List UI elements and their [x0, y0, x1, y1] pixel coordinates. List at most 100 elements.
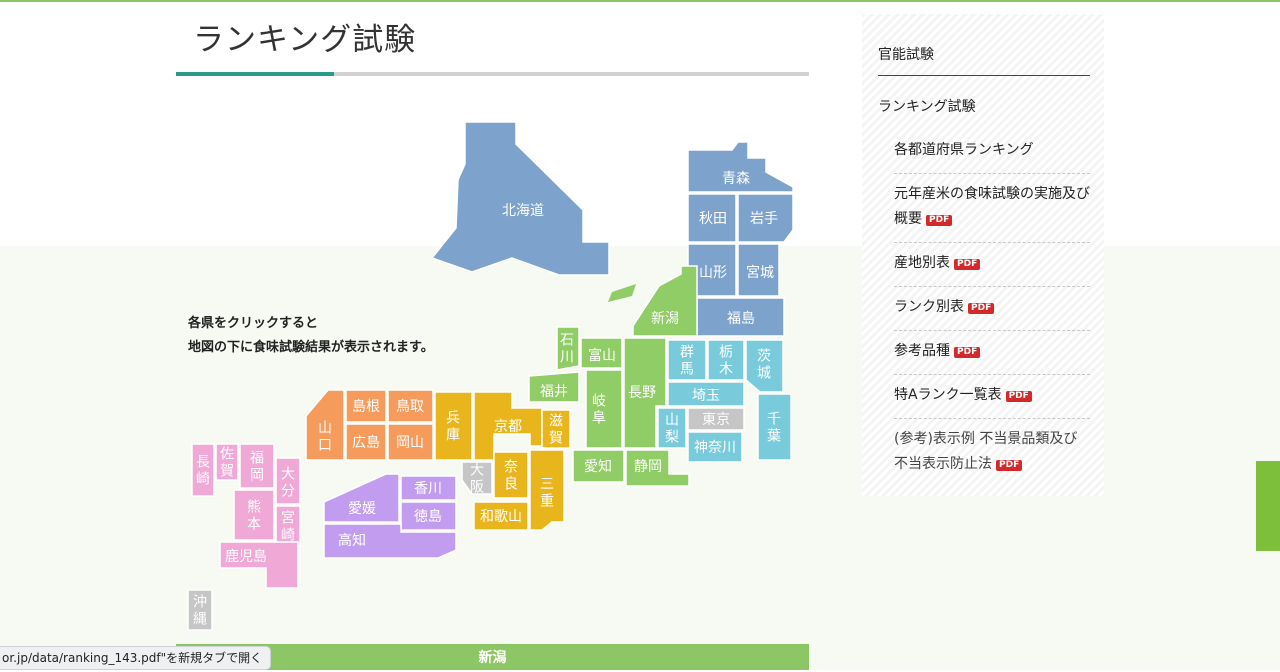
prefecture-nagano[interactable]: 長野: [623, 337, 667, 449]
prefecture-label: 大阪: [470, 463, 484, 496]
prefecture-label: 滋賀: [549, 414, 563, 447]
prefecture-shape: [625, 449, 690, 487]
prefecture-shape: [556, 326, 580, 371]
prefecture-shape: [632, 265, 698, 337]
prefecture-hyogo[interactable]: 兵庫: [434, 391, 473, 461]
pdf-icon: PDF: [1005, 391, 1032, 402]
prefecture-niigata[interactable]: 新潟: [632, 265, 698, 337]
prefecture-toyama[interactable]: 富山: [580, 337, 623, 369]
prefecture-ehime[interactable]: 愛媛: [323, 473, 400, 523]
prefecture-osaka[interactable]: 大阪: [461, 461, 493, 496]
prefecture-okinawa[interactable]: 沖縄: [187, 589, 213, 631]
prefecture-hiroshima[interactable]: 広島: [345, 423, 387, 461]
prefecture-kyoto[interactable]: 京都: [473, 391, 543, 461]
prefecture-shape: [473, 391, 543, 461]
prefecture-tochigi[interactable]: 栃木: [707, 339, 745, 381]
prefecture-kagoshima[interactable]: 鹿児島: [219, 541, 299, 589]
prefecture-akita[interactable]: 秋田: [687, 193, 737, 243]
prefecture-kochi[interactable]: 高知: [323, 523, 457, 559]
prefecture-gifu[interactable]: 岐阜: [585, 369, 623, 449]
prefecture-shape: [687, 407, 745, 431]
prefecture-shape: [400, 475, 457, 501]
title-underline: [176, 72, 809, 76]
prefecture-miyagi[interactable]: 宮城: [737, 243, 780, 297]
japan-map-svg: 北海道青森秋田岩手山形宮城福島新潟石川富山福井岐阜長野愛知静岡群馬栃木茨城埼玉山…: [187, 121, 794, 631]
prefecture-shiga[interactable]: 滋賀: [541, 409, 571, 449]
sidebar-link-label: 産地別表: [894, 255, 950, 271]
prefecture-yamaguchi[interactable]: 山口: [305, 389, 345, 461]
prefecture-label: 高知: [338, 532, 366, 549]
prefecture-tokyo[interactable]: 東京: [687, 407, 745, 431]
prefecture-label: 福島: [727, 311, 755, 327]
prefecture-shape: [473, 501, 529, 531]
prefecture-hokkaido[interactable]: 北海道: [430, 121, 610, 276]
prefecture-shape: [493, 451, 529, 499]
sidebar-item-sensory-test[interactable]: 官能試験: [878, 47, 934, 63]
page-side-tab[interactable]: [1256, 461, 1280, 551]
prefecture-ibaraki[interactable]: 茨城: [745, 339, 784, 393]
prefecture-shape: [687, 431, 743, 463]
prefecture-okayama[interactable]: 岡山: [387, 423, 434, 461]
prefecture-tokushima[interactable]: 徳島: [400, 501, 457, 531]
prefecture-mie[interactable]: 三重: [529, 449, 565, 531]
sidebar-link-prefecture-ranking[interactable]: 各都道府県ランキング: [894, 130, 1090, 174]
prefecture-fukui[interactable]: 福井: [528, 371, 580, 403]
prefecture-shape: [345, 389, 387, 423]
prefecture-gunma[interactable]: 群馬: [667, 339, 707, 381]
prefecture-shape: [667, 381, 745, 407]
prefecture-label: 青森: [722, 171, 750, 187]
prefecture-chiba[interactable]: 千葉: [757, 393, 792, 461]
prefecture-tottori[interactable]: 鳥取: [387, 389, 434, 423]
prefecture-label: 長崎: [196, 455, 210, 488]
prefecture-shape: [585, 369, 623, 449]
prefecture-label: 兵庫: [446, 411, 460, 444]
prefecture-shape: [657, 407, 687, 449]
sidebar-link-label: 各都道府県ランキング: [894, 142, 1034, 158]
sidebar-link-by-region[interactable]: 産地別表 PDF: [894, 243, 1090, 287]
prefecture-shape: [572, 449, 625, 483]
prefecture-shape: [737, 193, 794, 243]
prefecture-saitama[interactable]: 埼玉: [667, 381, 745, 407]
prefecture-yamanashi[interactable]: 山梨: [657, 407, 687, 449]
prefecture-shape: [757, 393, 792, 461]
prefecture-label: 北海道: [502, 203, 544, 219]
sidebar-item-ranking-test[interactable]: ランキング試験: [878, 99, 976, 115]
prefecture-kumamoto[interactable]: 熊本: [233, 489, 275, 541]
pdf-icon: PDF: [954, 259, 981, 270]
prefecture-ishikawa[interactable]: 石川: [556, 326, 580, 371]
prefecture-aomori[interactable]: 青森: [687, 141, 794, 193]
prefecture-miyazaki[interactable]: 宮崎: [275, 505, 301, 547]
prefecture-label: 群馬: [680, 345, 694, 378]
prefecture-fukushima[interactable]: 福島: [696, 297, 785, 337]
prefecture-shape: [275, 457, 301, 505]
sidebar-divider: [878, 75, 1090, 76]
prefecture-iwate[interactable]: 岩手: [737, 193, 794, 243]
prefecture-fukuoka[interactable]: 福岡: [239, 443, 275, 489]
prefecture-shape: [345, 423, 387, 461]
prefecture-shizuoka[interactable]: 静岡: [625, 449, 690, 487]
prefecture-oita[interactable]: 大分: [275, 457, 301, 505]
prefecture-kanagawa[interactable]: 神奈川: [687, 431, 743, 463]
prefecture-nagasaki[interactable]: 長崎: [191, 443, 215, 497]
prefecture-label: 宮崎: [281, 511, 295, 544]
prefecture-wakayama[interactable]: 和歌山: [473, 501, 529, 531]
page-title: ランキング試験: [193, 22, 417, 58]
prefecture-label: 和歌山: [480, 509, 522, 525]
prefecture-shimane[interactable]: 島根: [345, 389, 387, 423]
prefecture-kagawa[interactable]: 香川: [400, 475, 457, 501]
prefecture-aichi[interactable]: 愛知: [572, 449, 625, 483]
prefecture-label: 岐阜: [592, 394, 606, 427]
prefecture-shape: [461, 461, 493, 495]
prefecture-shape: [707, 339, 745, 381]
prefecture-saga[interactable]: 佐賀: [215, 443, 239, 481]
prefecture-label: 山口: [318, 421, 332, 454]
prefecture-label: 沖縄: [193, 595, 207, 628]
prefecture-nara[interactable]: 奈良: [493, 451, 529, 499]
sidebar-link-label: (参考)表示例 不当景品類及び不当表示防止法: [894, 431, 1078, 472]
prefecture-label: 福井: [540, 384, 568, 400]
